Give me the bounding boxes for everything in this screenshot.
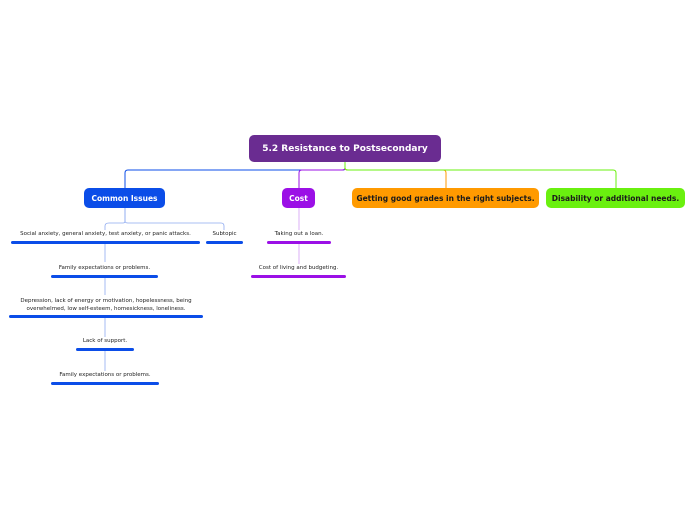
subtopic-cost-of-living[interactable]: Cost of living and budgeting.	[251, 265, 346, 278]
subtopic-underline	[9, 315, 203, 318]
subtopic-loan-label: Taking out a loan.	[274, 231, 324, 237]
subtopic-lack-of-support[interactable]: Lack of support.	[76, 338, 134, 351]
branch-good-grades[interactable]: Getting good grades in the right subject…	[352, 188, 539, 208]
subtopic-family-expectations-2[interactable]: Family expectations or problems.	[51, 372, 159, 385]
subtopic-family-expectations-1-label: Family expectations or problems.	[58, 265, 151, 271]
connector-root-grades	[344, 162, 447, 188]
subtopic-loan[interactable]: Taking out a loan.	[267, 231, 331, 244]
root-topic-label: 5.2 Resistance to Postsecondary	[262, 143, 428, 154]
branch-cost-label: Cost	[289, 193, 308, 203]
subtopic-underline	[11, 241, 200, 244]
subtopic-underline	[76, 348, 134, 351]
root-topic[interactable]: 5.2 Resistance to Postsecondary	[249, 135, 441, 162]
subtopic-cost-of-living-label: Cost of living and budgeting.	[258, 265, 339, 271]
connector-common-anxiety	[104, 208, 126, 230]
subtopic-lack-of-support-label: Lack of support.	[82, 338, 128, 344]
branch-good-grades-label: Getting good grades in the right subject…	[356, 193, 535, 203]
subtopic-depression[interactable]: Depression, lack of energy or motivation…	[9, 298, 203, 318]
branch-disability-label: Disability or additional needs.	[551, 193, 680, 203]
branch-common-issues-label: Common Issues	[91, 193, 158, 203]
subtopic-underline	[251, 275, 346, 278]
subtopic-underline	[206, 241, 243, 244]
subtopic-underline	[51, 382, 159, 385]
branch-common-issues[interactable]: Common Issues	[84, 188, 165, 208]
branch-cost[interactable]: Cost	[282, 188, 315, 208]
subtopic-anxiety[interactable]: Social anxiety, general anxiety, test an…	[11, 231, 200, 244]
subtopic-placeholder[interactable]: Subtopic	[206, 231, 243, 244]
connector-root-cost	[298, 162, 346, 188]
connector-root-common	[124, 162, 346, 188]
subtopic-underline	[51, 275, 158, 278]
subtopic-anxiety-label: Social anxiety, general anxiety, test an…	[20, 231, 191, 237]
subtopic-family-expectations-2-label: Family expectations or problems.	[59, 372, 151, 378]
branch-disability[interactable]: Disability or additional needs.	[546, 188, 685, 208]
subtopic-family-expectations-1[interactable]: Family expectations or problems.	[51, 265, 158, 278]
subtopic-underline	[267, 241, 331, 244]
subtopic-placeholder-label: Subtopic	[212, 231, 237, 237]
subtopic-depression-label: Depression, lack of energy or motivation…	[20, 298, 192, 312]
connector-root-disability	[344, 162, 617, 188]
connector-common-subtopic	[124, 208, 225, 230]
